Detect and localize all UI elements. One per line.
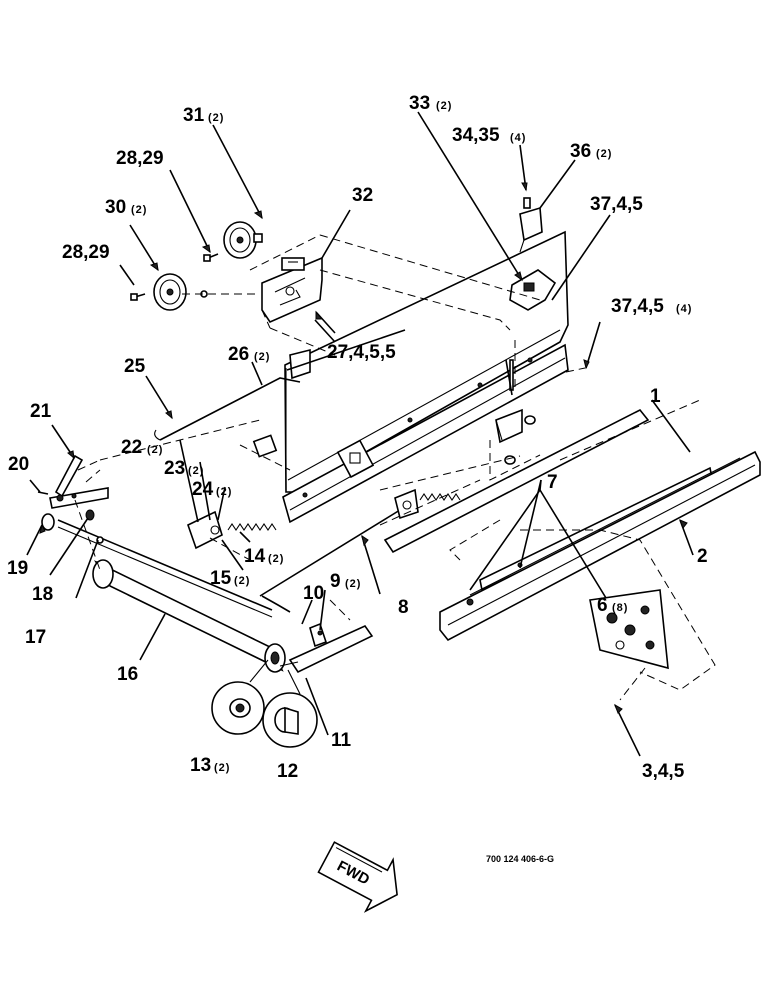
callout-6-qty: (8) bbox=[612, 602, 628, 614]
callout-26-label: 26 bbox=[228, 344, 249, 365]
frame-housing bbox=[449, 399, 716, 691]
callout-6-label: 6 bbox=[597, 595, 608, 616]
callout-21-label: 21 bbox=[30, 401, 52, 422]
callout-20-label: 20 bbox=[8, 454, 29, 475]
callout-16-label: 16 bbox=[117, 664, 138, 685]
bracket-plate bbox=[261, 256, 323, 324]
callout-22-qty: (2) bbox=[147, 444, 163, 456]
rod-25 bbox=[154, 377, 301, 441]
callout-7-label: 7 bbox=[547, 472, 558, 493]
callout-19-label: 19 bbox=[7, 558, 28, 579]
callout-36-qty: (2) bbox=[596, 148, 612, 160]
main-panel bbox=[282, 230, 569, 524]
callout-15-label: 15 bbox=[210, 568, 232, 589]
drawing-number: 700 124 406-6-G bbox=[486, 854, 554, 864]
pin-20 bbox=[37, 491, 49, 495]
bar-11 bbox=[279, 622, 374, 674]
leader-lines bbox=[26, 111, 694, 757]
roller-16 bbox=[92, 559, 286, 673]
callout-25-label: 25 bbox=[124, 356, 146, 377]
callout-33-label: 33 bbox=[409, 93, 430, 114]
spring-bracket-15 bbox=[187, 488, 419, 550]
callout-11-label: 11 bbox=[331, 730, 352, 751]
bracket-36 bbox=[519, 197, 543, 253]
shaft-assembly bbox=[41, 509, 273, 618]
idler-pulley-31 bbox=[223, 221, 263, 259]
callout-labels: 1 2 3,4,5 6 (8) 7 8 9 (2) 10 11 12 13 (2… bbox=[7, 93, 708, 782]
callout-3-label: 3,4,5 bbox=[642, 761, 685, 782]
callout-22-label: 22 bbox=[121, 437, 142, 458]
callout-31-qty: (2) bbox=[208, 112, 224, 124]
callout-30-qty: (2) bbox=[131, 204, 147, 216]
callout-8-label: 8 bbox=[398, 597, 409, 618]
callout-14-qty: (2) bbox=[268, 553, 284, 565]
idler-pulley-30 bbox=[153, 273, 208, 311]
callout-1-label: 1 bbox=[650, 386, 661, 407]
callout-9-label: 9 bbox=[330, 571, 341, 592]
callout-13-qty: (2) bbox=[214, 762, 230, 774]
callout-34-35-label: 34,35 bbox=[452, 125, 500, 146]
callout-12-label: 12 bbox=[277, 761, 298, 782]
detail-12 bbox=[262, 669, 318, 748]
callout-15-qty: (2) bbox=[234, 575, 250, 587]
detail-13 bbox=[211, 659, 269, 735]
forward-arrow-icon: FWD bbox=[317, 841, 398, 913]
callout-33-qty: (2) bbox=[436, 100, 452, 112]
bracket-26 bbox=[252, 348, 311, 458]
callout-27-label: 27,4,5,5 bbox=[327, 342, 396, 363]
callout-36-label: 36 bbox=[570, 141, 591, 162]
callout-37-lower-qty: (4) bbox=[676, 303, 692, 315]
callout-24-label: 24 bbox=[192, 479, 214, 500]
callout-2-label: 2 bbox=[697, 546, 708, 567]
callout-34-35-qty: (4) bbox=[510, 132, 526, 144]
callout-32-label: 32 bbox=[352, 185, 373, 206]
callout-28-29-lower-label: 28,29 bbox=[62, 242, 110, 263]
link-21 bbox=[49, 454, 109, 509]
callout-18-label: 18 bbox=[32, 584, 53, 605]
callout-13-label: 13 bbox=[190, 755, 211, 776]
callout-17-label: 17 bbox=[25, 627, 46, 648]
arrowheads bbox=[39, 182, 688, 714]
callout-23-qty: (2) bbox=[188, 465, 204, 477]
callout-14-label: 14 bbox=[244, 546, 266, 567]
callout-37-upper-label: 37,4,5 bbox=[590, 194, 643, 215]
frame-channel-2 bbox=[439, 450, 761, 642]
rod-8 bbox=[259, 509, 401, 613]
spring-14 bbox=[227, 493, 461, 531]
callout-23-label: 23 bbox=[164, 458, 185, 479]
callout-9-qty: (2) bbox=[345, 578, 361, 590]
callout-37-lower-label: 37,4,5 bbox=[611, 296, 664, 317]
callout-28-29-upper-label: 28,29 bbox=[116, 148, 164, 169]
callout-10-label: 10 bbox=[303, 583, 324, 604]
callout-26-qty: (2) bbox=[254, 351, 270, 363]
frame-channel-1 bbox=[383, 408, 713, 592]
callout-24-qty: (2) bbox=[216, 486, 232, 498]
callout-31-label: 31 bbox=[183, 105, 205, 126]
callout-30-label: 30 bbox=[105, 197, 126, 218]
bolts-28-29 bbox=[130, 253, 219, 301]
